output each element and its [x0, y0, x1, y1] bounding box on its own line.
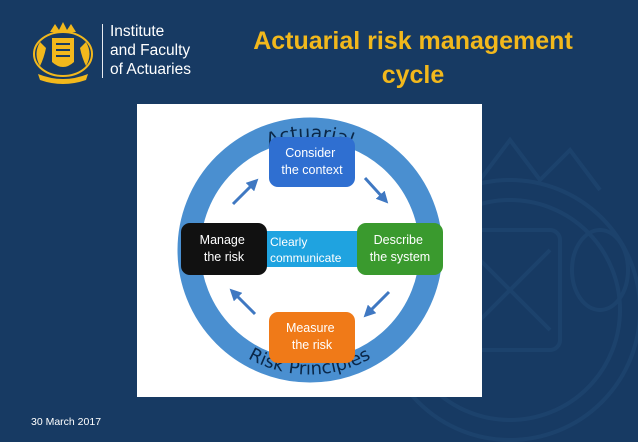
logo-divider [102, 24, 103, 78]
logo-line: of Actuaries [110, 61, 191, 78]
describe-box: Describe the system [357, 223, 443, 275]
center-band [247, 231, 373, 267]
center-label: Clearly communicate [270, 235, 342, 265]
manage-box: Manage the risk [181, 223, 267, 275]
page-title: Actuarial risk management cycle [218, 24, 608, 92]
svg-text:Measure the risk: Measure the risk [286, 321, 338, 352]
logo-line: Institute [110, 23, 165, 40]
risk-cycle-diagram: Actuarial Risk Principles Clearly commun… [137, 104, 482, 397]
slide-date: 30 March 2017 [31, 416, 102, 428]
crest-icon [33, 22, 93, 84]
arrow-describe-to-measure [363, 290, 391, 318]
arrow-consider-to-describe [363, 176, 389, 204]
logo-line: and Faculty [110, 42, 191, 59]
arrow-manage-to-consider [231, 178, 259, 206]
svg-text:Consider the context: Consider the context [281, 146, 343, 177]
measure-box: Measure the risk [269, 312, 355, 363]
consider-box: Consider the context [269, 137, 355, 187]
svg-text:Describe the system: Describe the system [370, 233, 430, 264]
title-line: cycle [381, 61, 445, 89]
title-line: Actuarial risk management [253, 27, 573, 55]
svg-text:Manage the risk: Manage the risk [200, 233, 249, 264]
logo-text: Institute and Faculty of Actuaries [110, 22, 191, 79]
arrow-measure-to-manage [229, 288, 257, 316]
institute-logo: Institute and Faculty of Actuaries [28, 18, 208, 84]
